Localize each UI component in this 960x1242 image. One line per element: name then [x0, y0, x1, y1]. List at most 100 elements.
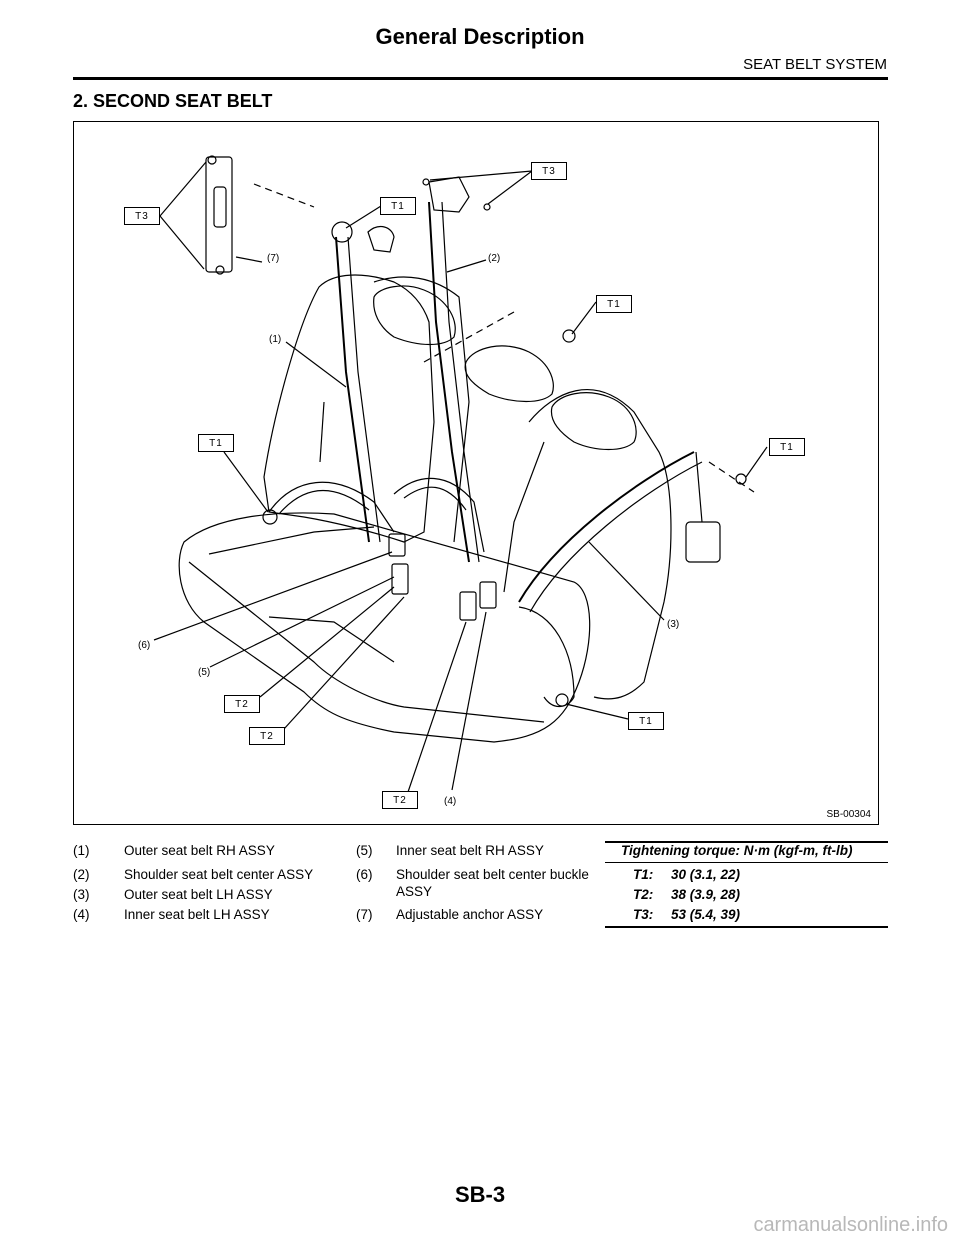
torque-key: T1:: [633, 867, 654, 882]
figure-code: SB-00304: [826, 809, 871, 820]
left-seatback-seam: [503, 441, 545, 593]
belt-outer-rh: [335, 236, 370, 543]
leader-t1-bottom: [565, 703, 629, 720]
leader-t1-right: [745, 446, 768, 478]
legend-text: ASSY: [396, 884, 433, 899]
lap-belt-center-b: [403, 486, 467, 511]
leader-6: [153, 551, 393, 641]
seat-cushion-line: [208, 526, 375, 555]
legend-text: Adjustable anchor ASSY: [396, 907, 544, 922]
torque-bottom-rule: [605, 926, 888, 928]
legend-num: (5): [356, 843, 373, 858]
legend-num: (4): [73, 907, 90, 922]
torque-title: Tightening torque: N·m (kgf-m, ft-lb): [621, 843, 853, 858]
bolt-t1-right: [735, 473, 747, 485]
guide-dashed-1: [253, 183, 315, 208]
torque-divider: [605, 862, 888, 863]
right-seatback-inner: [319, 401, 325, 463]
torque-top-rule: [605, 841, 888, 843]
left-seatback-outline: [528, 389, 672, 700]
upper-anchor-rh: [331, 221, 353, 243]
torque-key: T3:: [633, 907, 654, 922]
bracket-bolt-b: [483, 203, 491, 211]
leader-t2-a: [259, 586, 395, 698]
section-heading: 2. SECOND SEAT BELT: [73, 91, 273, 111]
page-number: SB-3: [454, 1182, 506, 1207]
lap-belt-center: [393, 477, 485, 553]
legend-num: (2): [73, 867, 90, 882]
part-label-5: (5): [198, 667, 211, 678]
torque-value: 30 (3.1, 22): [671, 867, 741, 882]
legend-num: (1): [73, 843, 90, 858]
torque-label-t2: T2: [249, 727, 285, 745]
section-name: SEAT BELT SYSTEM: [743, 56, 887, 73]
leader-t3-top-b: [487, 170, 533, 205]
torque-label-t1: T1: [596, 295, 632, 313]
center-retractor-bracket: [428, 176, 470, 213]
part-label-2: (2): [488, 253, 501, 264]
leader-t3-top-a: [429, 170, 533, 181]
headrest-right: [373, 285, 456, 346]
part-label-6: (6): [138, 640, 151, 651]
legend-text: Outer seat belt RH ASSY: [124, 843, 275, 858]
bolt-t1-floor-lh: [555, 693, 569, 707]
belt-center-shoulder: [428, 201, 470, 563]
leader-t2-c: [407, 621, 467, 793]
part-label-7: (7): [267, 253, 280, 264]
part-label-3: (3): [667, 619, 680, 630]
anchor-bolt-top: [207, 155, 217, 165]
lap-belt-lh: [518, 606, 575, 707]
part-label-4: (4): [444, 796, 457, 807]
anchor-bolt-bottom: [215, 265, 225, 275]
torque-label-t3: T3: [531, 162, 567, 180]
lap-belt-rh: [268, 481, 395, 533]
buckle-4: [459, 591, 477, 621]
torque-label-t3: T3: [124, 207, 160, 225]
legend-text: Inner seat belt LH ASSY: [124, 907, 270, 922]
center-seatback-outline: [373, 276, 470, 543]
header-divider: [73, 77, 888, 80]
torque-label-t2: T2: [382, 791, 418, 809]
torque-label-t1: T1: [198, 434, 234, 452]
belt-outer-rh-b: [347, 236, 381, 543]
buckle-5: [391, 563, 409, 595]
lap-belt-rh-b: [278, 489, 370, 515]
leader-t3-a: [159, 161, 207, 217]
leader-3: [588, 541, 665, 621]
torque-label-t1: T1: [769, 438, 805, 456]
legend-text: Shoulder seat belt center buckle: [396, 867, 589, 882]
anchor-cover: [367, 225, 395, 253]
part-label-1: (1): [269, 334, 282, 345]
torque-label-t2: T2: [224, 695, 260, 713]
leader-t1-left: [223, 451, 269, 513]
legend-num: (3): [73, 887, 90, 902]
guide-dashed-2: [423, 311, 515, 363]
legend-num: (6): [356, 867, 373, 882]
leader-t1-top: [345, 205, 382, 229]
torque-value: 53 (5.4, 39): [671, 907, 741, 922]
page-title: General Description: [375, 24, 585, 49]
seat-cushion-seam: [188, 561, 545, 723]
leader-1: [285, 341, 347, 388]
headrest-center: [464, 345, 554, 403]
torque-label-t1: T1: [380, 197, 416, 215]
bracket-bolt-a: [422, 178, 430, 186]
leader-t1-mid: [571, 301, 597, 335]
belt-outer-lh: [518, 451, 695, 603]
legend-text: Shoulder seat belt center ASSY: [124, 867, 314, 882]
seat-belt-diagram: T3 T1 T3 T1 T1 T1 T2 T2 T2 T1 (7) (2) (1…: [73, 121, 879, 825]
adjustable-anchor-plate: [205, 156, 233, 273]
seat-belt-illustration: [153, 155, 768, 793]
leader-7: [235, 256, 263, 263]
belt-center-shoulder-b: [441, 201, 480, 563]
legend-num: (7): [356, 907, 373, 922]
torque-key: T2:: [633, 887, 654, 902]
retractor-lh: [685, 521, 721, 563]
belt-outer-lh-b: [529, 461, 703, 613]
buckle-6: [388, 533, 406, 557]
leader-t2-b: [283, 596, 405, 730]
right-seatback-outline: [263, 274, 435, 543]
headrest-left: [550, 392, 637, 451]
leader-4: [451, 611, 487, 791]
leader-2: [446, 259, 487, 273]
